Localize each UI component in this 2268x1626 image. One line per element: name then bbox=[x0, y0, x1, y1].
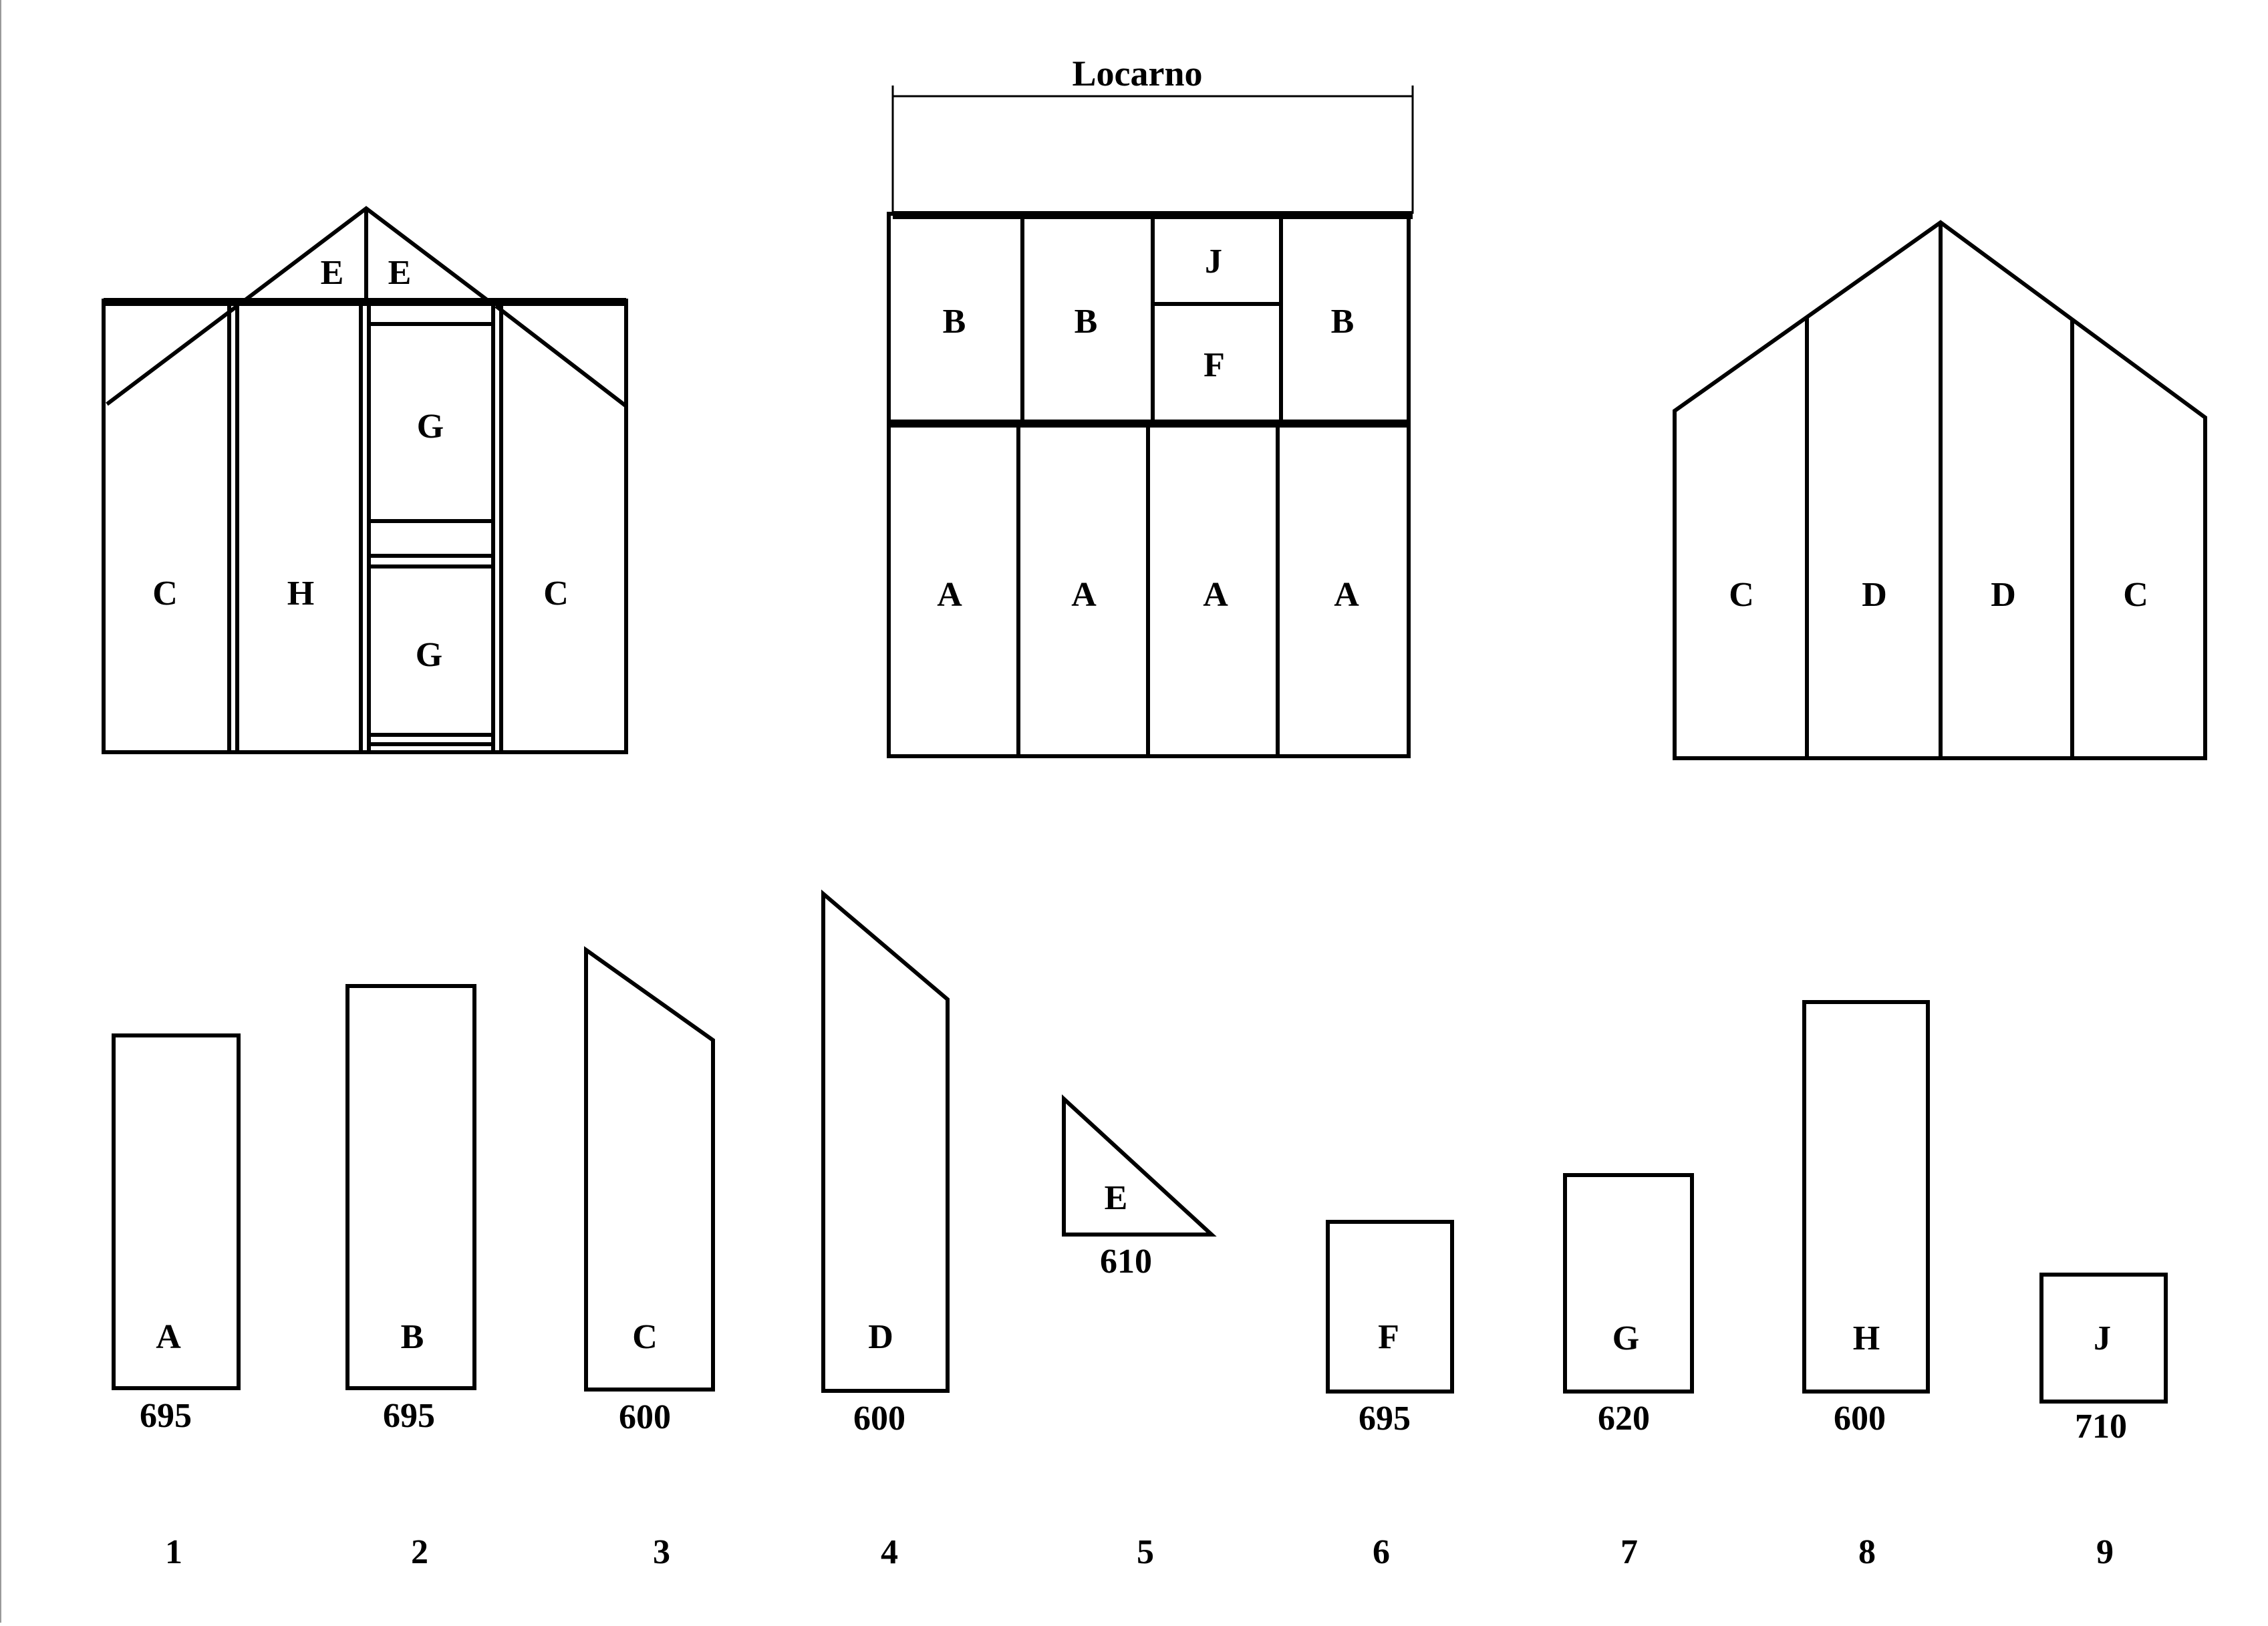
panel-9: J 710 9 bbox=[2039, 1273, 2168, 1571]
panel-7-letter: G bbox=[1612, 1319, 1639, 1357]
panel-4-letter: D bbox=[868, 1318, 893, 1356]
panel-6: F 695 6 bbox=[1326, 1220, 1454, 1571]
panel-6-shape bbox=[1326, 1220, 1454, 1394]
side-elevation: Locarno B B J F B A A A A bbox=[887, 53, 1414, 758]
panel-9-shape bbox=[2039, 1273, 2168, 1404]
panel-7-number: 7 bbox=[1620, 1533, 1638, 1571]
front-label-e-right: E bbox=[388, 254, 412, 292]
panel-7-width: 620 bbox=[1598, 1400, 1650, 1438]
panel-8-number: 8 bbox=[1858, 1533, 1876, 1571]
panel-5: E 610 5 bbox=[1062, 1094, 1217, 1571]
panel-4: D 600 4 bbox=[821, 889, 950, 1571]
panel-6-letter: F bbox=[1378, 1318, 1399, 1356]
back-label-c-left: C bbox=[1729, 576, 1754, 614]
panel-3-letter: C bbox=[632, 1318, 658, 1356]
side-label-a2: A bbox=[1071, 576, 1097, 614]
panel-7: G 620 7 bbox=[1563, 1173, 1694, 1571]
back-label-d-right: D bbox=[1991, 576, 2016, 614]
front-label-c-left: C bbox=[152, 575, 178, 613]
front-slope-right bbox=[494, 304, 627, 408]
side-label-j: J bbox=[1205, 242, 1222, 281]
panel-1-width: 695 bbox=[140, 1397, 192, 1435]
back-elevation: C D D C bbox=[1673, 220, 2207, 760]
panel-8-width: 600 bbox=[1834, 1400, 1886, 1438]
front-elevation: E E C H G G C bbox=[102, 206, 628, 754]
panel-2-letter: B bbox=[401, 1318, 424, 1356]
side-label-f: F bbox=[1203, 346, 1225, 384]
back-label-d-left: D bbox=[1862, 576, 1887, 614]
panel-3-number: 3 bbox=[653, 1533, 670, 1571]
panel-4-width: 600 bbox=[853, 1400, 905, 1438]
side-label-a4: A bbox=[1334, 576, 1359, 614]
panel-9-width: 710 bbox=[2075, 1408, 2127, 1446]
front-label-e-left: E bbox=[321, 254, 344, 292]
panel-9-letter: J bbox=[2094, 1319, 2111, 1357]
side-label-b4: B bbox=[1331, 303, 1355, 341]
front-label-g-top: G bbox=[417, 408, 444, 446]
panel-5-shape bbox=[1062, 1094, 1217, 1237]
panel-8-letter: H bbox=[1853, 1319, 1880, 1357]
panel-list: A 695 1 B 695 2 C 600 3 D 600 4 E bbox=[112, 889, 2168, 1571]
panel-1-shape bbox=[112, 1033, 241, 1390]
panel-3-shape bbox=[584, 946, 715, 1392]
panel-4-shape bbox=[821, 889, 950, 1393]
panel-3-width: 600 bbox=[619, 1398, 671, 1436]
panel-6-width: 695 bbox=[1359, 1400, 1411, 1438]
back-label-c-right: C bbox=[2123, 576, 2148, 614]
panel-8-shape bbox=[1802, 1000, 1930, 1394]
panel-2-number: 2 bbox=[411, 1533, 428, 1571]
front-label-h: H bbox=[287, 575, 314, 613]
front-frame bbox=[102, 299, 628, 754]
panel-1-letter: A bbox=[156, 1318, 181, 1356]
panel-2-width: 695 bbox=[383, 1397, 435, 1435]
front-slope-left bbox=[106, 304, 239, 406]
side-label-b1: B bbox=[943, 303, 966, 341]
front-label-c-right: C bbox=[543, 575, 569, 613]
panel-1-number: 1 bbox=[165, 1533, 182, 1571]
panel-7-shape bbox=[1563, 1173, 1694, 1394]
panel-4-number: 4 bbox=[881, 1533, 898, 1571]
front-label-g-bottom: G bbox=[416, 636, 442, 674]
panel-5-letter: E bbox=[1105, 1179, 1128, 1217]
panel-1: A 695 1 bbox=[112, 1033, 241, 1571]
panel-5-width: 610 bbox=[1100, 1243, 1152, 1281]
panel-8: H 600 8 bbox=[1802, 1000, 1930, 1571]
side-title: Locarno bbox=[1073, 53, 1203, 94]
panel-5-number: 5 bbox=[1137, 1533, 1154, 1571]
panel-3: C 600 3 bbox=[584, 946, 715, 1571]
side-label-a3: A bbox=[1203, 576, 1228, 614]
panel-9-number: 9 bbox=[2096, 1533, 2114, 1571]
panel-2-shape bbox=[345, 984, 476, 1390]
side-label-b2: B bbox=[1075, 303, 1098, 341]
side-label-a1: A bbox=[937, 576, 962, 614]
panel-2: B 695 2 bbox=[345, 984, 476, 1571]
panel-6-number: 6 bbox=[1373, 1533, 1390, 1571]
